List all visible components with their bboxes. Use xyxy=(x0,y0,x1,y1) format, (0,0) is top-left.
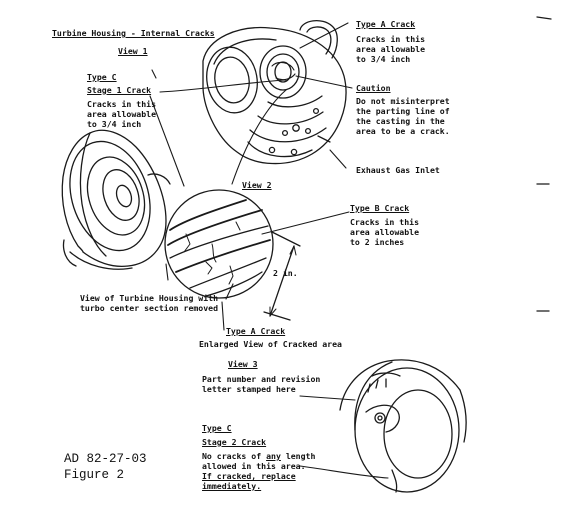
type-c-stage2-line1-emphasis: any xyxy=(266,451,281,461)
type-c-stage2-line1: No cracks of any length xyxy=(202,451,315,461)
type-a-top-line: area allowable xyxy=(356,44,426,54)
type-c-stage2-line4: immediately. xyxy=(202,481,262,491)
type-c-stage2-type: Type C xyxy=(202,423,232,433)
type-b-line: Cracks in this xyxy=(350,217,420,227)
type-c-stage2-line1-post: length xyxy=(280,451,316,461)
ad-number: AD 82-27-03 xyxy=(64,452,147,466)
type-c-stage1-line: to 3/4 inch xyxy=(87,119,142,129)
exhaust-gas-inlet-label: Exhaust Gas Inlet xyxy=(356,165,440,175)
view1-label: View 1 xyxy=(118,46,148,56)
type-b-heading: Type B Crack xyxy=(350,203,410,213)
type-a-top-line: to 3/4 inch xyxy=(356,54,411,64)
leader-lines xyxy=(149,22,353,331)
housing-view3-drawing xyxy=(299,359,467,493)
caution-line: area to be a crack. xyxy=(356,126,450,136)
part-number-line: letter stamped here xyxy=(202,384,296,394)
figure-label: Figure 2 xyxy=(64,468,125,482)
type-c-stage1-type: Type C xyxy=(87,72,117,82)
type-a-top-line: Cracks in this xyxy=(356,34,426,44)
type-a-top-heading: Type A Crack xyxy=(356,19,416,29)
caution-line: the casting in the xyxy=(356,116,445,126)
type-b-line: area allowable xyxy=(350,227,420,237)
caution-heading: Caution xyxy=(356,83,391,93)
housing-caption-line: View of Turbine Housing with xyxy=(80,293,219,303)
type-c-stage2-line2: allowed in this area. xyxy=(202,461,306,471)
enlarged-view-caption: Enlarged View of Cracked area xyxy=(199,339,342,349)
type-c-stage1-stage: Stage 1 Crack xyxy=(87,85,152,95)
type-c-stage2-line3: If cracked, replace xyxy=(202,471,296,481)
dimension-label: 2 in. xyxy=(273,268,298,278)
caution-line: the parting line of xyxy=(356,106,450,116)
margin-mark xyxy=(536,16,552,20)
view3-label: View 3 xyxy=(228,359,258,369)
type-b-line: to 2 inches xyxy=(350,237,405,247)
caution-line: Do not misinterpret xyxy=(356,96,450,106)
view2-label: View 2 xyxy=(242,180,272,190)
enlarged-view-circle xyxy=(164,189,274,299)
type-a-bottom-heading: Type A Crack xyxy=(226,326,286,336)
housing-caption-line: turbo center section removed xyxy=(80,303,219,313)
housing-side-drawing xyxy=(61,129,171,270)
housing-view1-drawing xyxy=(202,20,347,165)
part-number-line: Part number and revision xyxy=(202,374,321,384)
type-c-stage1-line: Cracks in this xyxy=(87,99,157,109)
figure-title: Turbine Housing - Internal Cracks xyxy=(52,28,215,38)
type-c-stage2-line1-pre: No cracks of xyxy=(202,451,267,461)
type-c-stage1-line: area allowable xyxy=(87,109,157,119)
dimension-2in xyxy=(263,231,301,321)
type-c-stage2-stage: Stage 2 Crack xyxy=(202,437,267,447)
